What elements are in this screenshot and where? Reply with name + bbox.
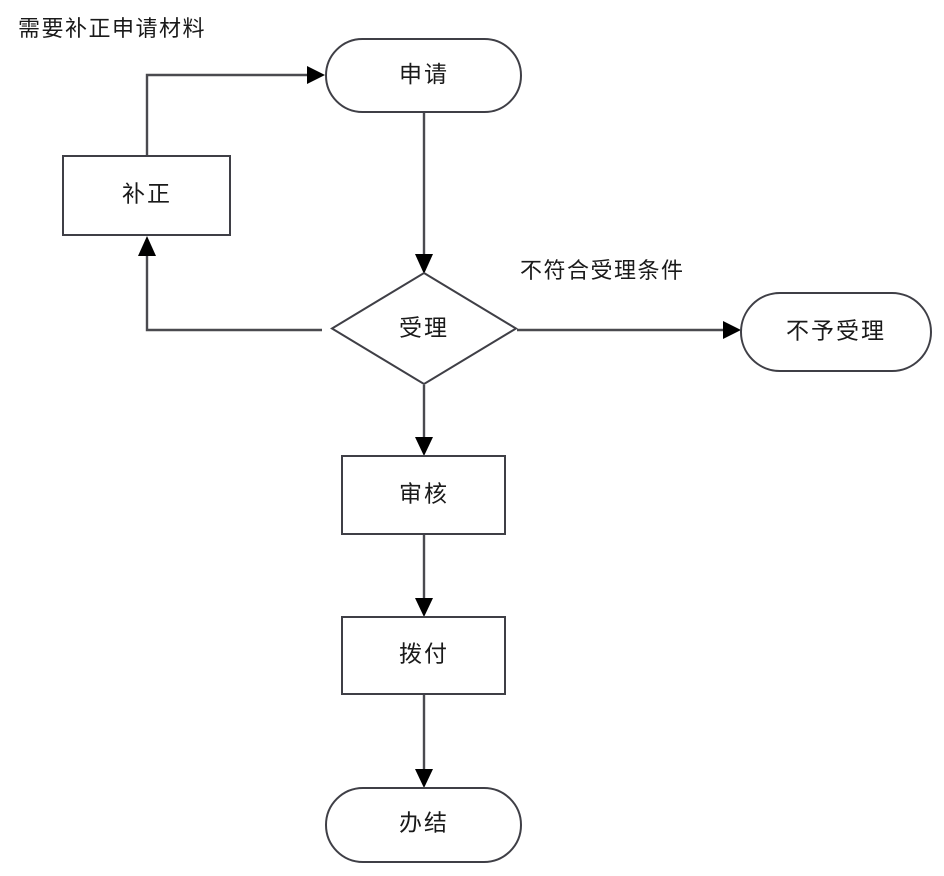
node-accept-shape[interactable] <box>330 271 518 386</box>
arrowhead-into-reject <box>723 321 741 339</box>
arrowhead-into-apply <box>307 66 325 84</box>
annotation-correction-note: 需要补正申请材料 <box>18 16 206 41</box>
node-correct-label: 补正 <box>122 181 172 206</box>
node-done-shape[interactable] <box>325 787 522 863</box>
arrowhead-into-correct <box>138 236 156 256</box>
node-done[interactable]: 办结 <box>325 787 522 863</box>
edge-disburse-to-done <box>415 695 433 788</box>
edge-accept-to-correct <box>138 236 322 332</box>
node-disburse-label: 拨付 <box>399 641 449 666</box>
node-apply[interactable]: 申请 <box>325 38 522 113</box>
edge-label-reject-condition: 不符合受理条件 <box>520 258 685 283</box>
node-done-label: 办结 <box>399 810 449 835</box>
node-apply-shape[interactable] <box>325 38 522 113</box>
arrowhead-into-review <box>415 437 433 456</box>
edge-apply-to-accept <box>415 113 433 274</box>
node-accept-label: 受理 <box>399 315 449 340</box>
node-correct-shape[interactable] <box>62 155 231 236</box>
node-reject-label: 不予受理 <box>786 318 886 343</box>
edge-accept-to-review <box>415 385 433 456</box>
node-reject[interactable]: 不予受理 <box>740 292 932 372</box>
node-review[interactable]: 审核 <box>341 455 506 535</box>
arrowhead-into-disburse <box>415 598 433 617</box>
node-reject-shape[interactable] <box>740 292 932 372</box>
node-disburse-shape[interactable] <box>341 616 506 695</box>
edge-accept-to-correct-line <box>145 246 322 332</box>
edge-review-to-disburse <box>415 535 433 617</box>
edge-correct-to-apply-line <box>145 73 317 155</box>
edge-accept-to-reject <box>517 321 741 339</box>
node-review-label: 审核 <box>399 481 449 506</box>
node-review-shape[interactable] <box>341 455 506 535</box>
arrowhead-into-done <box>415 769 433 788</box>
node-disburse[interactable]: 拨付 <box>341 616 506 695</box>
edge-correct-to-apply <box>145 66 325 155</box>
node-correct[interactable]: 补正 <box>62 155 231 236</box>
arrowhead-into-accept <box>415 254 433 274</box>
node-accept[interactable]: 受理 <box>330 271 518 386</box>
node-apply-label: 申请 <box>399 62 449 87</box>
